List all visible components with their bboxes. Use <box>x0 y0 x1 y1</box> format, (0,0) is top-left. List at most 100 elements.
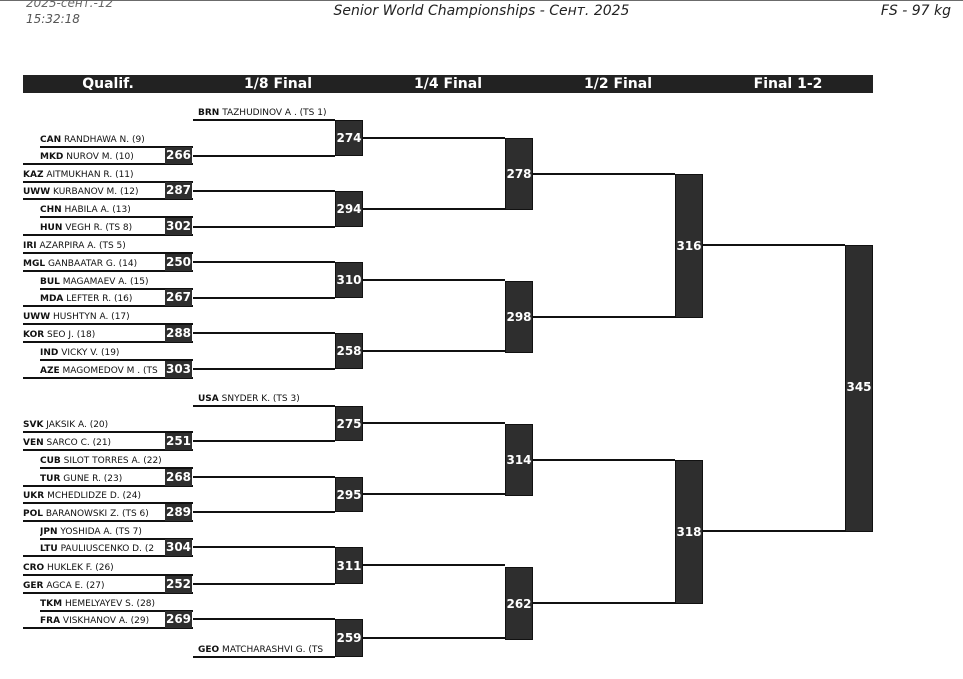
qualif-points: 303 <box>165 361 192 378</box>
entry-line <box>40 538 193 540</box>
advance-line <box>193 190 335 192</box>
qualif-points: 268 <box>165 469 192 486</box>
wrestler-entry: SVK JAKSIK A. (20) <box>23 420 193 431</box>
nation-code: FRA <box>40 616 61 626</box>
wrestler-name: YOSHIDA A. (TS 7) <box>57 527 142 537</box>
nation-code: IRI <box>23 241 37 251</box>
wrestler-name: HEMELYAYEV S. (28) <box>62 599 156 609</box>
wrestler-entry: FRA VISKHANOV A. (29) <box>40 616 165 627</box>
nation-code: GER <box>23 581 44 591</box>
advance-line <box>193 261 335 263</box>
nation-code: VEN <box>23 438 44 448</box>
bout-points: 318 <box>676 525 702 539</box>
wrestler-entry: MDA LEFTER R. (16) <box>40 294 165 305</box>
bout-box-round16: 259 <box>335 619 363 657</box>
advance-line <box>363 493 505 495</box>
bout-points: 345 <box>846 380 872 394</box>
wrestler-name: SEO J. (18) <box>44 330 96 340</box>
wrestler-name: GUNE R. (23) <box>60 474 123 484</box>
advance-line <box>193 546 335 548</box>
entry-line <box>193 405 335 407</box>
bout-points: 298 <box>506 310 532 324</box>
bout-box-round16: 311 <box>335 547 363 584</box>
wrestler-entry: GER AGCA E. (27) <box>23 581 165 592</box>
wrestler-entry: USA SNYDER K. (TS 3) <box>198 394 335 405</box>
round-header-bar: Qualif. 1/8 Final 1/4 Final 1/2 Final Fi… <box>23 75 873 93</box>
advance-line <box>193 226 335 228</box>
nation-code: USA <box>198 394 219 404</box>
wrestler-entry: UWW HUSHTYN A. (17) <box>23 312 193 323</box>
wrestler-entry: GEO MATCHARASHVI G. (TS <box>198 645 335 656</box>
wrestler-name: PAULIUSCENKO D. (2 <box>57 544 155 554</box>
entry-line <box>23 181 193 183</box>
entry-line <box>40 359 193 361</box>
wrestler-name: JAKSIK A. (20) <box>43 420 109 430</box>
top-rule <box>0 0 963 1</box>
wrestler-entry: MKD NUROV M. (10) <box>40 152 165 163</box>
wrestler-entry: VEN SARCO C. (21) <box>23 438 165 449</box>
bout-points: 278 <box>506 167 532 181</box>
bout-points: 274 <box>336 131 362 145</box>
entry-line <box>23 485 193 487</box>
nation-code: KAZ <box>23 170 44 180</box>
advance-line <box>703 530 845 532</box>
bout-box-round16: 310 <box>335 262 363 298</box>
bout-points: 259 <box>336 631 362 645</box>
nation-code: GEO <box>198 645 220 655</box>
nation-code: IND <box>40 348 59 358</box>
advance-line <box>533 173 675 175</box>
wrestler-name: VICKY V. (19) <box>58 348 120 358</box>
print-date: 2025-сент.-12 <box>26 0 114 10</box>
wrestler-entry: UWW KURBANOV M. (12) <box>23 187 165 198</box>
bout-box-round16: 258 <box>335 333 363 369</box>
entry-line <box>23 234 193 236</box>
wrestler-entry: POL BARANOWSKI Z. (TS 6) <box>23 509 165 520</box>
round-header-quarter: 1/4 Final <box>413 76 483 92</box>
nation-code: CUB <box>40 456 61 466</box>
wrestler-name: SILOT TORRES A. (22) <box>60 456 162 466</box>
wrestler-name: KURBANOV M. (12) <box>50 187 139 197</box>
wrestler-name: AITMUKHAN R. (11) <box>43 170 134 180</box>
wrestler-entry: CRO HUKLEK F. (26) <box>23 563 193 574</box>
wrestler-entry: AZE MAGOMEDOV M . (TS <box>40 366 165 377</box>
wrestler-entry: UKR MCHEDLIDZE D. (24) <box>23 491 193 502</box>
nation-code: UKR <box>23 491 45 501</box>
entry-line <box>23 252 193 254</box>
entry-line <box>23 449 193 451</box>
advance-line <box>533 602 675 604</box>
entry-line <box>23 341 193 343</box>
qualif-points: 251 <box>165 433 192 450</box>
nation-code: MKD <box>40 152 64 162</box>
advance-line <box>193 583 335 585</box>
advance-line <box>363 137 505 139</box>
entry-line <box>40 288 193 290</box>
advance-line <box>193 511 335 513</box>
nation-code: CAN <box>40 135 62 145</box>
bout-points: 310 <box>336 273 362 287</box>
round-header-eighth: 1/8 Final <box>243 76 313 92</box>
wrestler-name: SNYDER K. (TS 3) <box>218 394 300 404</box>
entry-line <box>23 270 193 272</box>
bout-box-quarter: 298 <box>505 281 533 353</box>
nation-code: AZE <box>40 366 60 376</box>
wrestler-entry: TUR GUNE R. (23) <box>40 474 165 485</box>
wrestler-name: BARANOWSKI Z. (TS 6) <box>42 509 149 519</box>
entry-line <box>23 592 193 594</box>
qualif-points: 304 <box>165 539 192 556</box>
bout-box-semi: 318 <box>675 460 703 604</box>
wrestler-entry: BUL MAGAMAEV A. (15) <box>40 277 193 288</box>
wrestler-name: VISKHANOV A. (29) <box>60 616 150 626</box>
bout-box-round16: 294 <box>335 191 363 227</box>
advance-line <box>363 637 505 639</box>
entry-line <box>40 467 193 469</box>
wrestler-name: MAGOMEDOV M . (TS <box>59 366 158 376</box>
entry-line <box>193 119 335 121</box>
qualif-points: 252 <box>165 576 192 593</box>
qualif-points: 289 <box>165 504 192 521</box>
wrestler-entry: LTU PAULIUSCENKO D. (2 <box>40 544 165 555</box>
wrestler-name: MAGAMAEV A. (15) <box>59 277 149 287</box>
advance-line <box>363 279 505 281</box>
qualif-points: 266 <box>165 147 192 164</box>
entry-line <box>23 502 193 504</box>
wrestler-entry: KOR SEO J. (18) <box>23 330 165 341</box>
